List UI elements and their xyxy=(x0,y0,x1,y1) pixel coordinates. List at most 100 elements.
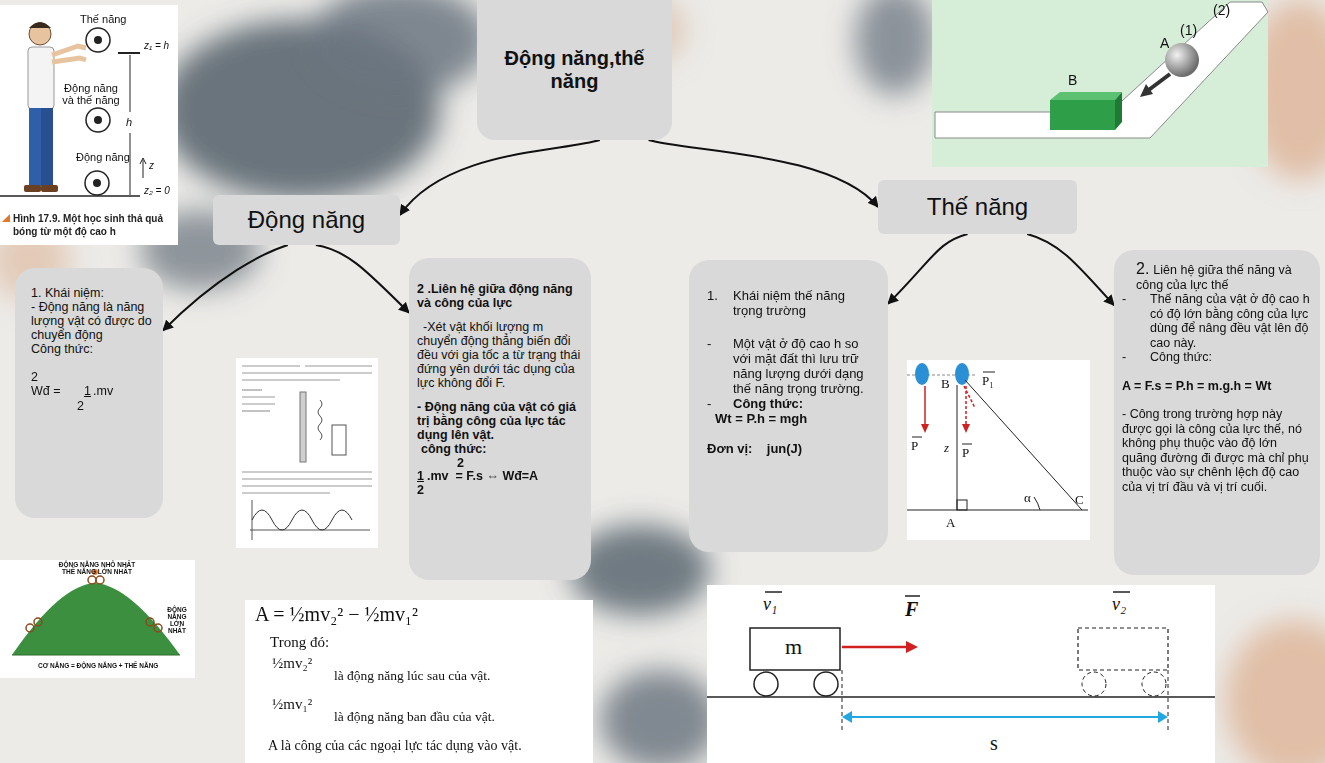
figure-label: B xyxy=(1068,72,1077,88)
content-box: 1. Khái niệm:- Động năng là năng lượng v… xyxy=(15,268,163,518)
figure-label: A = ½mv₂² − ½mv₁² xyxy=(255,603,418,626)
ramp-figure xyxy=(932,0,1268,167)
node-text: 2 xyxy=(457,456,464,470)
figure-label: s xyxy=(990,732,998,755)
content-box: 2 .Liên hệ giữa động năng và công của lự… xyxy=(409,258,591,580)
connector-arrow xyxy=(1027,234,1114,305)
node-text: 1 xyxy=(84,384,91,398)
figure-label: Hình 17.9. Một học sinh thả quả bóng từ … xyxy=(13,212,176,238)
node-text: Liên hệ giữa thế năng và công của lực th… xyxy=(1136,263,1292,292)
figure-label: z₁ = h xyxy=(144,40,169,51)
node-text: Thế năng xyxy=(927,193,1028,220)
text-paragraph: 1. Khái niệm: xyxy=(31,286,153,300)
figure-label: z xyxy=(944,440,949,456)
text-paragraph: Động năng,thế năng xyxy=(487,47,662,93)
node-text: Wđ = xyxy=(31,384,61,398)
figure-label: (1) xyxy=(1180,22,1197,38)
node-text: 1. Khái niệm: xyxy=(31,286,104,300)
node-text: -Xét vật khối lượng m chuyển động thẳng … xyxy=(417,320,580,390)
figure-label: z xyxy=(149,160,154,171)
list-row: -Một vật ở độ cao h so với mặt đất thì l… xyxy=(707,336,878,396)
figure-label: P₁ xyxy=(982,373,994,389)
topic-box: Động năng xyxy=(213,195,400,245)
node-text: 2 xyxy=(77,399,84,413)
connector-arrow xyxy=(163,245,288,331)
figure-label: F xyxy=(905,598,918,621)
connector-arrow xyxy=(316,245,409,313)
node-text: 1. xyxy=(707,288,733,318)
connector-arrow xyxy=(400,140,600,215)
hill-figure xyxy=(0,560,195,678)
formula: 2Wđ =1.mv2 xyxy=(31,356,153,416)
node-text: - Công trong trường hợp này được gọi là … xyxy=(1122,407,1309,494)
node-text: 2 xyxy=(31,370,38,384)
text-paragraph: - Động năng là năng lượng vật có được do… xyxy=(31,300,153,342)
text-paragraph: Công thức: xyxy=(31,342,153,356)
node-text: .mv = F.s ⇔ Wđ=A xyxy=(427,469,538,483)
figure-label: m xyxy=(785,634,802,660)
figure-label: ĐỘNG NĂNG LỚN NHẤT xyxy=(160,606,194,634)
figure-label: là động năng ban đầu của vật. xyxy=(334,709,495,725)
node-text: Động năng xyxy=(248,206,365,233)
node-text: - Động năng của vật có giá trị bằng công… xyxy=(417,400,576,442)
figure-label: ½mv₁² xyxy=(272,696,312,713)
node-text: Một vật ở độ cao h so với mặt đất thì lư… xyxy=(733,336,878,396)
figure-label: z₂ = 0 xyxy=(144,185,170,196)
text-paragraph: - Động năng của vật có giá trị bằng công… xyxy=(417,400,583,442)
text-paragraph: Thế năng xyxy=(927,193,1028,221)
text-paragraph: Động năng xyxy=(248,206,365,234)
node-text: Wt = P.h = mgh xyxy=(715,411,807,426)
figure-label: ½mv₂² xyxy=(272,655,312,672)
figure-label: P xyxy=(911,438,918,454)
node-text: Thế năng của vật ở độ cao h có độ lớn bằ… xyxy=(1150,292,1314,350)
figure-label: là động năng lúc sau của vật. xyxy=(334,668,490,684)
node-text: - Động năng là năng lượng vật có được do… xyxy=(31,300,152,342)
text-paragraph: -Xét vật khối lượng m chuyển động thẳng … xyxy=(417,320,583,390)
figure-label: A xyxy=(946,515,955,531)
formula-panel xyxy=(245,600,593,763)
text-paragraph: 2.Liên hệ giữa thế năng và công của lực … xyxy=(1122,262,1314,292)
node-text: - xyxy=(707,396,733,411)
node-text: Động năng,thế năng xyxy=(505,47,645,92)
list-row: -Công thức: xyxy=(707,396,878,411)
figure-label: CƠ NĂNG = ĐỘNG NĂNG + THẾ NĂNG xyxy=(38,662,158,669)
figure-label: P xyxy=(962,445,969,461)
node-text: Công thức: xyxy=(1150,350,1314,365)
node-text: Công thức: xyxy=(31,342,93,356)
incline-figure xyxy=(907,360,1090,540)
figure-label: A là công của các ngoại lực tác dụng vào… xyxy=(268,738,522,754)
node-text: công thức: xyxy=(421,442,486,456)
figure-label: Động năng xyxy=(76,151,130,163)
node-text: Công thức: xyxy=(733,396,878,411)
list-row: 1.Khái niệm thế năng trọng trường xyxy=(707,288,878,318)
content-box: 2.Liên hệ giữa thế năng và công của lực … xyxy=(1114,250,1320,575)
node-text: 2 xyxy=(417,483,424,497)
node-text: Đơn vị: jun(J) xyxy=(707,441,802,456)
text-paragraph: Wt = P.h = mgh xyxy=(707,411,878,426)
figure-label: v₂ xyxy=(1112,594,1126,615)
figure-label: v₁ xyxy=(763,594,777,615)
list-row: -Thế năng của vật ở độ cao h có độ lớn b… xyxy=(1122,292,1314,350)
figure-label: (2) xyxy=(1213,2,1230,18)
text-paragraph: - Công trong trường hợp này được gọi là … xyxy=(1122,407,1314,494)
text-paragraph: A = F.s = P.h = m.g.h = Wt xyxy=(1122,379,1314,394)
figure-label: Trong đó: xyxy=(270,634,329,651)
node-text: 2. xyxy=(1136,260,1149,277)
figure-label: h xyxy=(126,116,132,128)
title-box: Động năng,thế năng xyxy=(477,0,672,140)
node-text: - xyxy=(1122,292,1150,350)
figure-label: B xyxy=(941,376,950,392)
text-paragraph: 2 .Liên hệ giữa động năng và công của lự… xyxy=(417,282,583,310)
figure-label: Động năng và thế năng xyxy=(60,82,122,106)
figure-label: Thế năng xyxy=(80,13,126,25)
connector-arrow xyxy=(888,234,968,304)
figure-label: C xyxy=(1075,492,1084,508)
worksheet-thumbnail xyxy=(236,358,378,548)
content-box: 1.Khái niệm thế năng trọng trường -Một vậ… xyxy=(689,260,888,552)
node-text: 1 xyxy=(417,469,424,483)
figure-label: A xyxy=(1160,35,1169,51)
figure-label: ĐỘNG NĂNG NHỎ NHẤT THẾ NĂNG LỚN NHẤT xyxy=(52,561,142,575)
list-row: -Công thức: xyxy=(1122,350,1314,365)
